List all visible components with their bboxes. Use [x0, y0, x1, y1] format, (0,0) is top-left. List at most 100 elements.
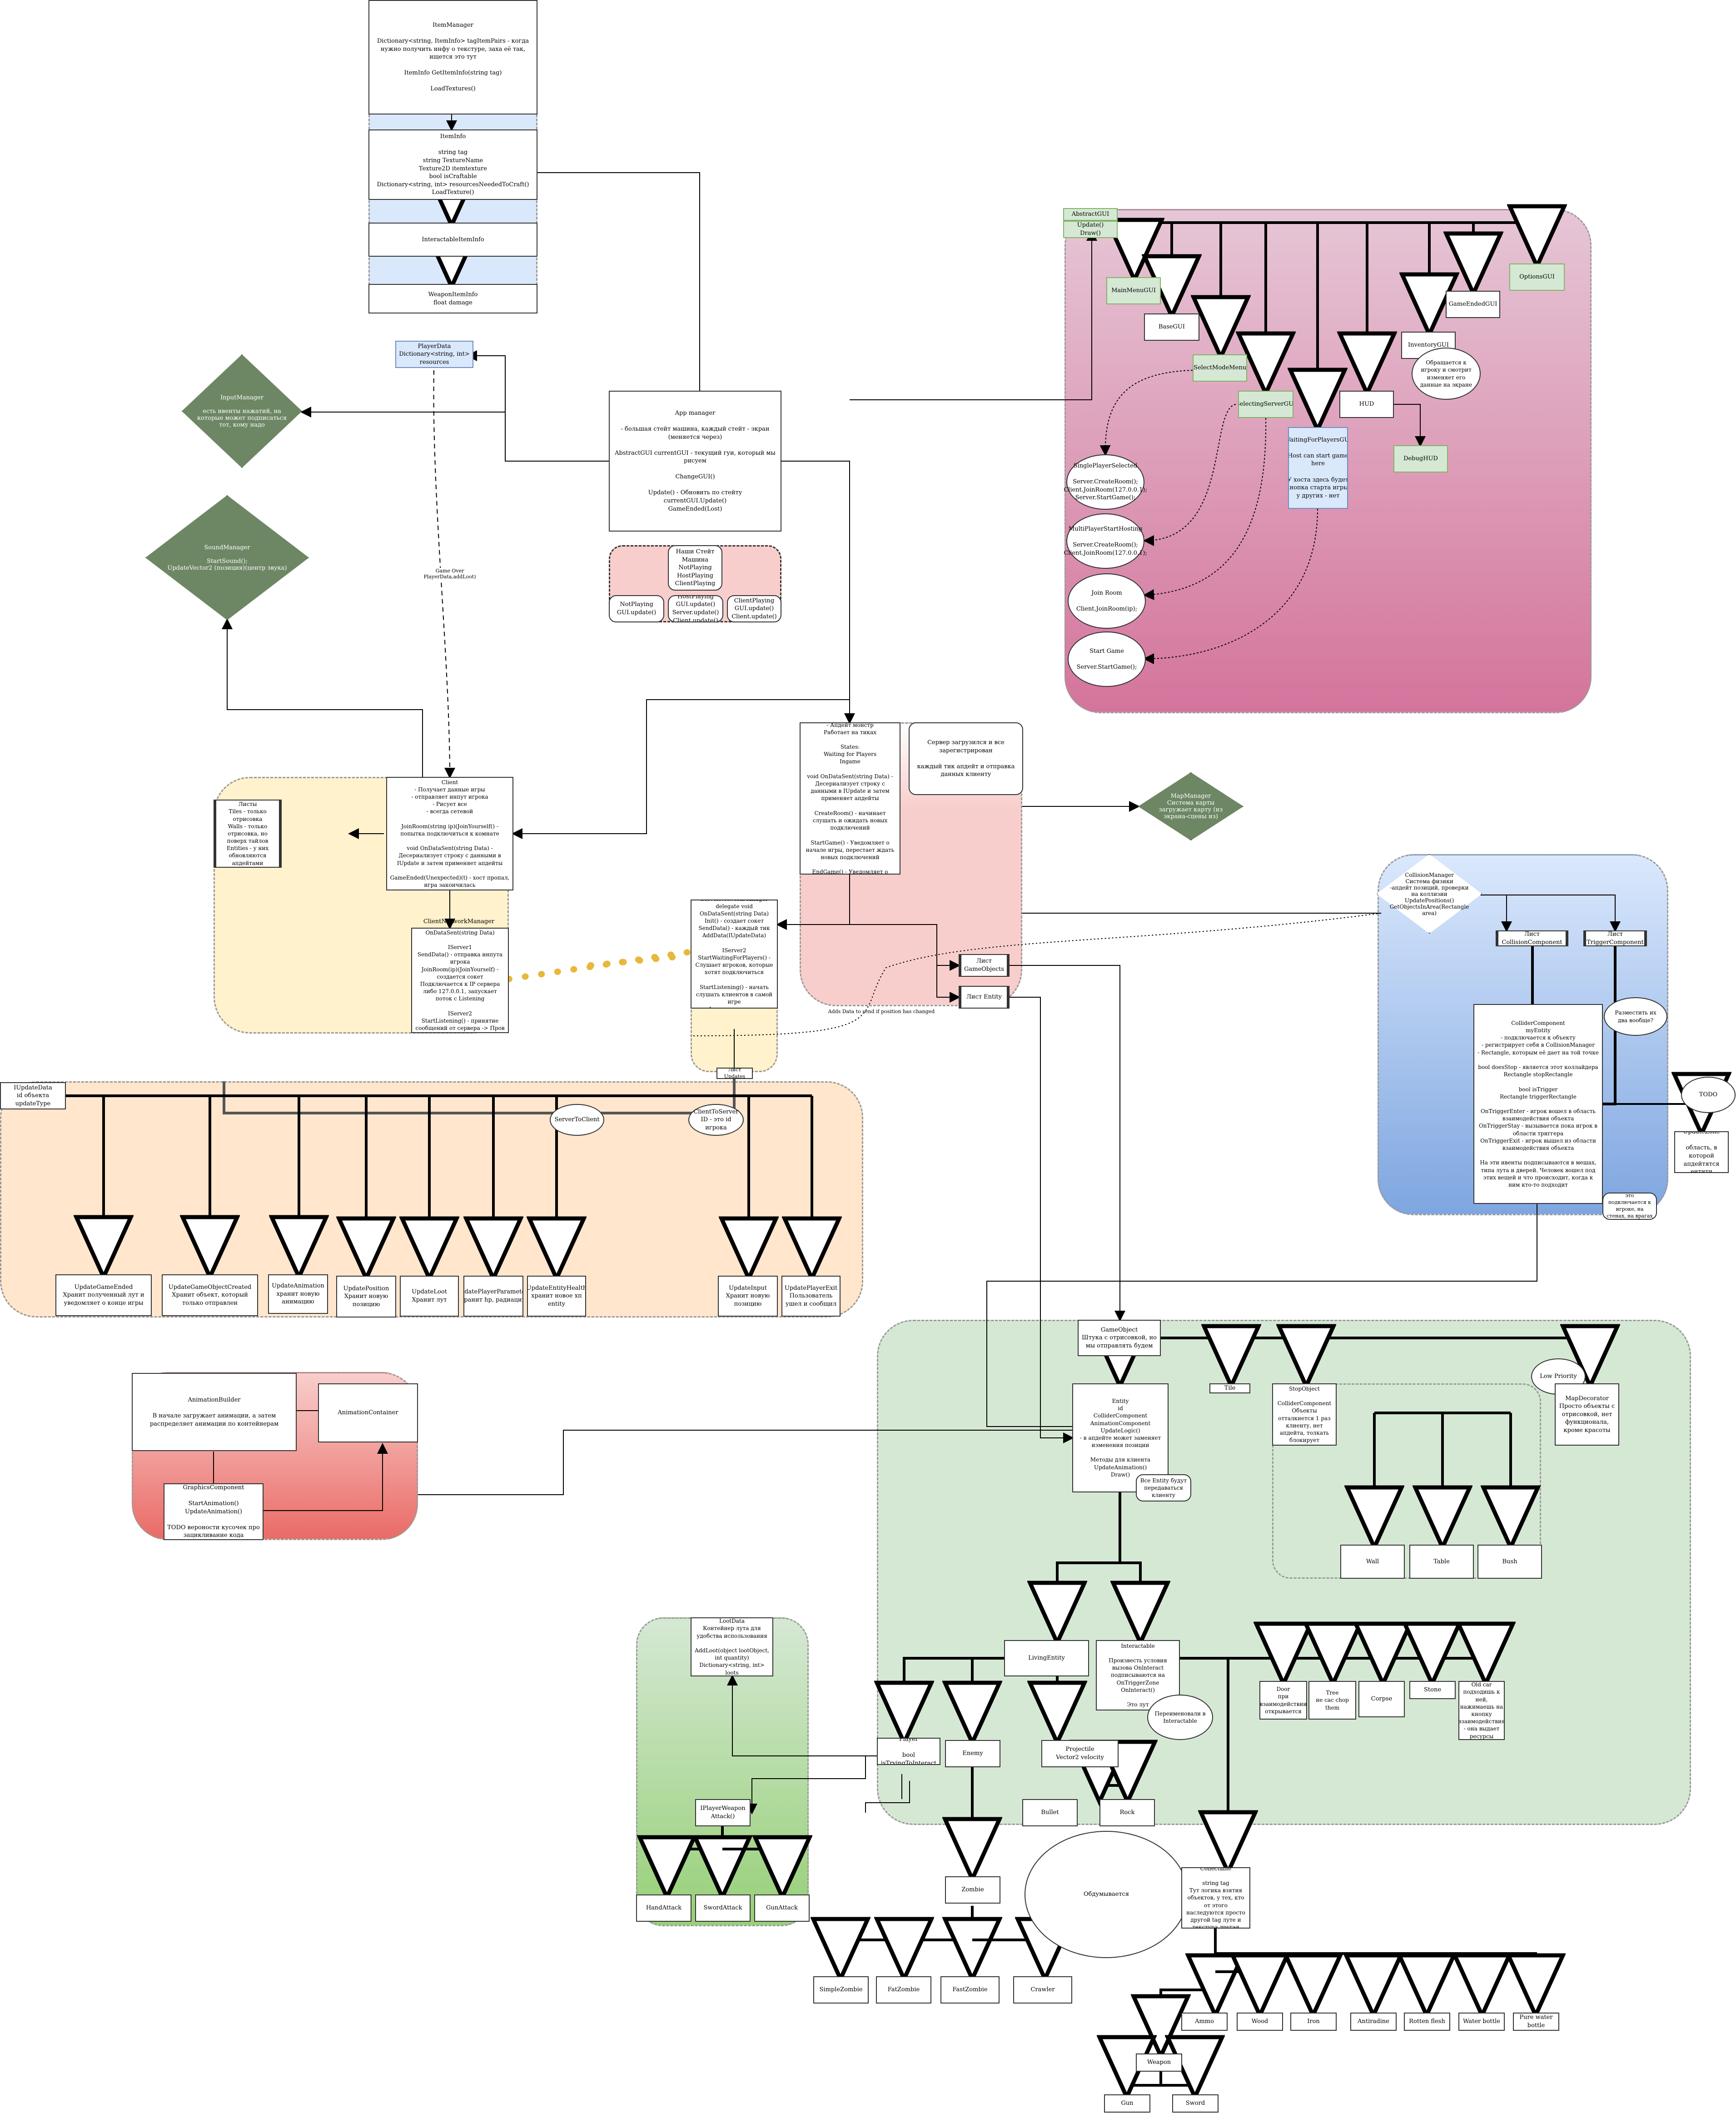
- input-manager-label: InputManager есть ивенты нажатий, на кот…: [197, 394, 287, 428]
- sound-manager-diamond: SoundManager StartSound(); UpdateVector2…: [145, 495, 309, 620]
- collectable-box: Collectable string tag Тут логика взятия…: [1181, 1867, 1250, 1929]
- update-entity-health: UpdateEntityHealth хранит новое хп entit…: [527, 1276, 586, 1317]
- update-gameobject-created: UpdateGameObjectCreated Хранит объект, к…: [162, 1274, 258, 1316]
- collectable-iron: Iron: [1290, 2013, 1337, 2031]
- collectable-rotten-flesh: Rotten flesh: [1404, 2013, 1450, 2031]
- sword-attack-box: SwordAttack: [695, 1894, 751, 1922]
- loot-data-box: LootData Контейнер лута для удобства исп…: [691, 1617, 773, 1676]
- input-manager-diamond: InputManager есть ивенты нажатий, на кот…: [182, 354, 302, 468]
- client-layers-box: Листы Tiles - только отрисовка Walls - т…: [214, 800, 282, 868]
- sound-manager-label: SoundManager StartSound(); UpdateVector2…: [167, 544, 287, 572]
- iupdate-data-box: IUpdateData id объекта updateType: [0, 1082, 66, 1109]
- collectable-pure-water: Pure water bottle: [1513, 2013, 1559, 2031]
- collider-component-box: ColliderComponent myEntity - подключаетс…: [1473, 1004, 1603, 1204]
- collision-manager-diamond: CollisionManager Система физики -апдейт …: [1377, 854, 1482, 934]
- options-gui: OptionsGUI: [1509, 264, 1565, 291]
- bullet-box: Bullet: [1022, 1799, 1078, 1826]
- collider-cloud: Разместить их два вообще?: [1604, 997, 1667, 1036]
- zombie-simple: SimpleZombie: [813, 1976, 869, 2004]
- think-cloud: Обдумывается: [1025, 1831, 1188, 1958]
- single-player-event: SinglePlayerSelected Server.CreateRoom()…: [1064, 454, 1147, 510]
- weapon-sword: Sword: [1172, 2094, 1219, 2113]
- client-network-manager-box: delegate void OnDataSent(string Data) IS…: [411, 928, 509, 1033]
- map-decorator-box: MapDecorator Просто объекты с отрисовкой…: [1555, 1383, 1619, 1446]
- client-network-manager-title: ClientNetworkManager: [423, 918, 495, 925]
- hud-gui: HUD: [1339, 391, 1394, 418]
- animation-builder-box: AnimationBuilder В начале загружает аним…: [132, 1373, 297, 1451]
- client-box: Client - Получает данные игры - отправля…: [386, 777, 513, 890]
- server-box: Server - Логика игры - Апдейт монстр Раб…: [800, 722, 900, 875]
- state-not-playing: NotPlaying GUI.update(): [609, 595, 664, 622]
- hand-attack-box: HandAttack: [636, 1894, 691, 1922]
- graphics-component-box: GraphicsComponent StartAnimation() Updat…: [164, 1483, 264, 1540]
- server-note: Сервер загрузился и все зарегистрирован …: [909, 722, 1023, 795]
- todo-cloud: TODO: [1681, 1077, 1736, 1113]
- update-player-parameters: UpdatePlayerParameters Хранит hp, радиац…: [463, 1276, 523, 1317]
- server-to-client-cloud: ServerToClient: [550, 1104, 604, 1136]
- update-player-exit: UpdatePlayerExit Пользователь ушел и соо…: [781, 1276, 841, 1317]
- tree-box: Tree не сас chop them: [1308, 1681, 1356, 1720]
- collectable-water-bottle: Water bottle: [1458, 2013, 1505, 2031]
- living-entity-box: LivingEntity: [1004, 1640, 1089, 1676]
- zombie-box: Zombie: [945, 1876, 1000, 1904]
- multiplayer-hosting-event: MultiPlayerStartHosting Server.CreateRoo…: [1064, 513, 1147, 569]
- stop-object-box: StopObject ColliderComponent Объекты отт…: [1272, 1383, 1337, 1446]
- corpse-box: Corpse: [1358, 1681, 1405, 1717]
- bush-box: Bush: [1477, 1545, 1542, 1579]
- item-manager-box: ItemManager Dictionary<string, ItemInfo>…: [368, 0, 537, 114]
- gameobject-box: GameObject Штука с отрисовкой, но мы отп…: [1078, 1320, 1161, 1356]
- item-info-box: ItemInfo string tag string TextureName T…: [368, 129, 537, 200]
- state-machine-box: Наши Стейт Машина NotPlaying HostPlaying…: [668, 545, 722, 591]
- player-weapon-box: IPlayerWeapon Attack(): [695, 1799, 751, 1826]
- table-box: Table: [1409, 1545, 1474, 1579]
- state-client-playing: ClientPlaying GUI.update() Client.update…: [727, 595, 781, 622]
- update-position: UpdatePosition Хранит новую позицию: [336, 1276, 396, 1318]
- interactable-item-info-box: InteractableItemInfo: [368, 223, 537, 257]
- door-box: Door при взаимодействии открывается: [1259, 1681, 1307, 1720]
- animation-container-box: AnimationContainer: [318, 1383, 418, 1442]
- old-car-box: Old car подходишь к ней, нажимаешь на кн…: [1458, 1681, 1505, 1740]
- collectable-antiradine: Antiradine: [1350, 2013, 1397, 2031]
- stop-object-group: [1272, 1383, 1541, 1579]
- list-updates-box: Лист Updates: [716, 1068, 753, 1079]
- update-game-ended: UpdateGameEnded Хранит полученный лут и …: [55, 1274, 152, 1316]
- update-animation: UpdateAnimation хранит новую анимацию: [268, 1274, 328, 1314]
- update-zone-box: UpdateZone область, в которой апдейтятся…: [1674, 1131, 1729, 1173]
- zombie-fat: FatZombie: [876, 1976, 931, 2004]
- interactable-cloud: Переименовали в Interactable: [1147, 1695, 1213, 1740]
- collider-note: это подключается к игроке, на стенах, на…: [1602, 1193, 1657, 1220]
- wall-box: Wall: [1340, 1545, 1405, 1579]
- list-trigger-box: Лист TriggerComponent: [1583, 930, 1647, 946]
- collectable-ammo: Ammo: [1181, 2013, 1228, 2031]
- interactable-box: Interactable Произвесть условия вызова O…: [1096, 1640, 1180, 1710]
- inventory-cloud: Обращается к игроку и смотрит изменяет е…: [1412, 348, 1481, 400]
- client-to-server-cloud: ClientToServer ID - это id игрока: [688, 1104, 744, 1136]
- join-room-event: Join Room Client.JoinRoom(ip);: [1068, 573, 1146, 629]
- server-network-manager-box: ServerNetworkManager delegate void OnDat…: [691, 900, 778, 1009]
- weapon-gun: Gun: [1104, 2094, 1150, 2113]
- player-box: Player bool isTryingToInteract: [877, 1738, 940, 1765]
- list-gameobjects-box: Лист GameObjects: [959, 954, 1010, 977]
- selecting-server-gui: SelectingServerGUI: [1238, 391, 1293, 418]
- collectable-wood: Wood: [1237, 2013, 1283, 2031]
- start-game-event: Start Game Server.StartGame();: [1068, 631, 1146, 687]
- player-data-box: PlayerData Dictionary<string, int> resou…: [395, 341, 473, 368]
- update-input: UpdateInput Хранит новую позицию: [718, 1276, 778, 1317]
- gun-attack-box: GunAttack: [754, 1894, 810, 1922]
- select-mode-menu: SelectModeMenu: [1193, 354, 1247, 382]
- list-collision-box: Лист CollisionComponent: [1496, 930, 1568, 946]
- debug-hud: DebugHUD: [1393, 445, 1448, 472]
- weapon-box: Weapon: [1136, 2053, 1182, 2072]
- entity-note: Все Entity будут передаваться клиенту: [1136, 1474, 1191, 1501]
- game-ended-gui: GameEndedGUI: [1446, 291, 1500, 318]
- weapon-item-info-box: WeaponItemInfo float damage: [368, 284, 537, 313]
- list-entity-box: Лист Entity: [959, 986, 1010, 1009]
- main-menu-gui: MainMenuGUI: [1106, 277, 1161, 304]
- base-gui: BaseGUI: [1144, 313, 1199, 341]
- zombie-crawler: Crawler: [1013, 1976, 1072, 2004]
- enemy-box: Enemy: [945, 1740, 1000, 1767]
- game-over-label: Game Over PlayerData,addLoot): [418, 568, 482, 580]
- zombie-fast: FastZombie: [940, 1976, 1000, 2004]
- app-manager-box: App manager - большая стейт машина, кажд…: [609, 391, 781, 532]
